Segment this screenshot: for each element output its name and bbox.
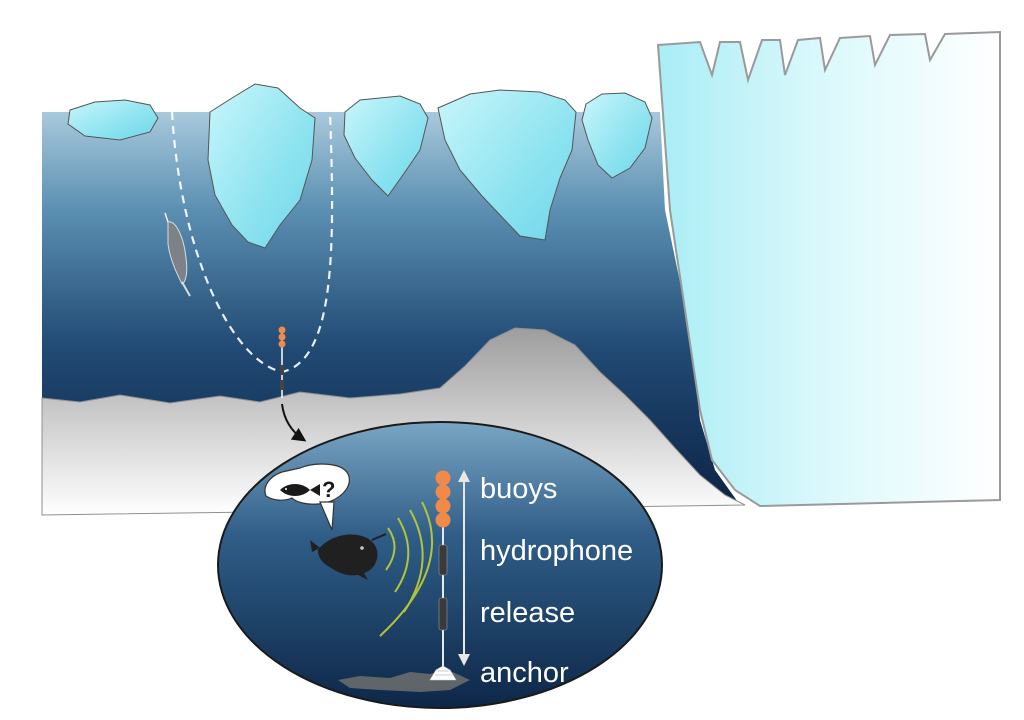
fish-icon (280, 484, 320, 496)
iceberg-2 (207, 83, 316, 249)
glacier (656, 30, 1001, 508)
label-hydrophone: hydrophone (480, 535, 633, 567)
sound-waves (379, 501, 434, 637)
zoom-arrow (281, 403, 307, 442)
iceberg-4 (437, 89, 577, 241)
iceberg-3 (343, 95, 429, 197)
iceberg-1 (67, 99, 159, 141)
iceberg-5 (581, 92, 653, 179)
speech-bubble: ? (264, 463, 350, 531)
buoys-icon (435, 470, 451, 528)
whale-icon (310, 533, 387, 580)
label-buoys: buoys (480, 473, 557, 505)
release-icon (438, 597, 448, 631)
mooring-icon (278, 326, 286, 398)
hydrophone-icon (438, 544, 448, 576)
label-anchor: anchor (480, 657, 569, 689)
narwhal-icon (164, 212, 191, 297)
anchor-icon (429, 665, 457, 681)
scale-double-arrow (458, 470, 470, 666)
speech-question-mark: ? (322, 477, 335, 502)
label-release: release (480, 597, 575, 629)
